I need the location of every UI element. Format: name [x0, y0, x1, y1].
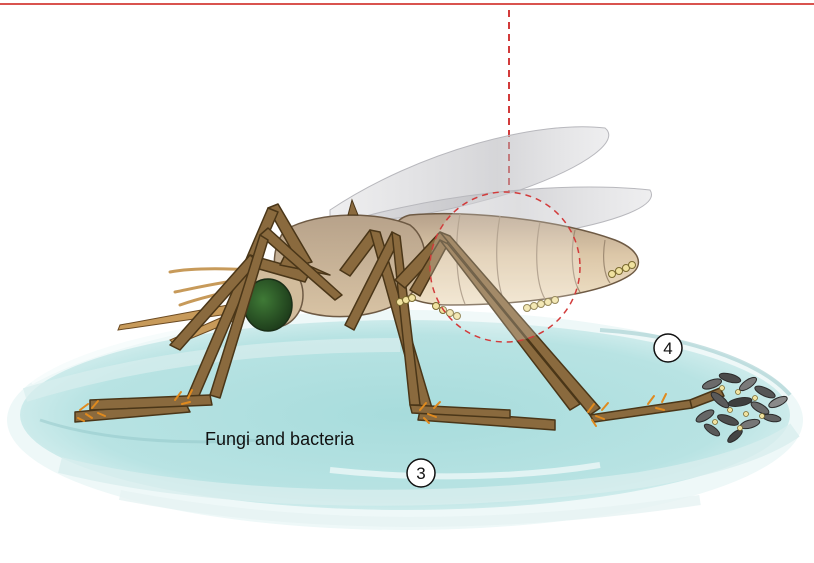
callout-circle	[430, 192, 580, 342]
marker-3: 3	[407, 459, 435, 487]
fungi-bacteria-label: Fungi and bacteria	[205, 429, 355, 449]
marker-3-number: 3	[416, 464, 425, 483]
marker-4-number: 4	[663, 339, 672, 358]
marker-4: 4	[654, 334, 682, 362]
